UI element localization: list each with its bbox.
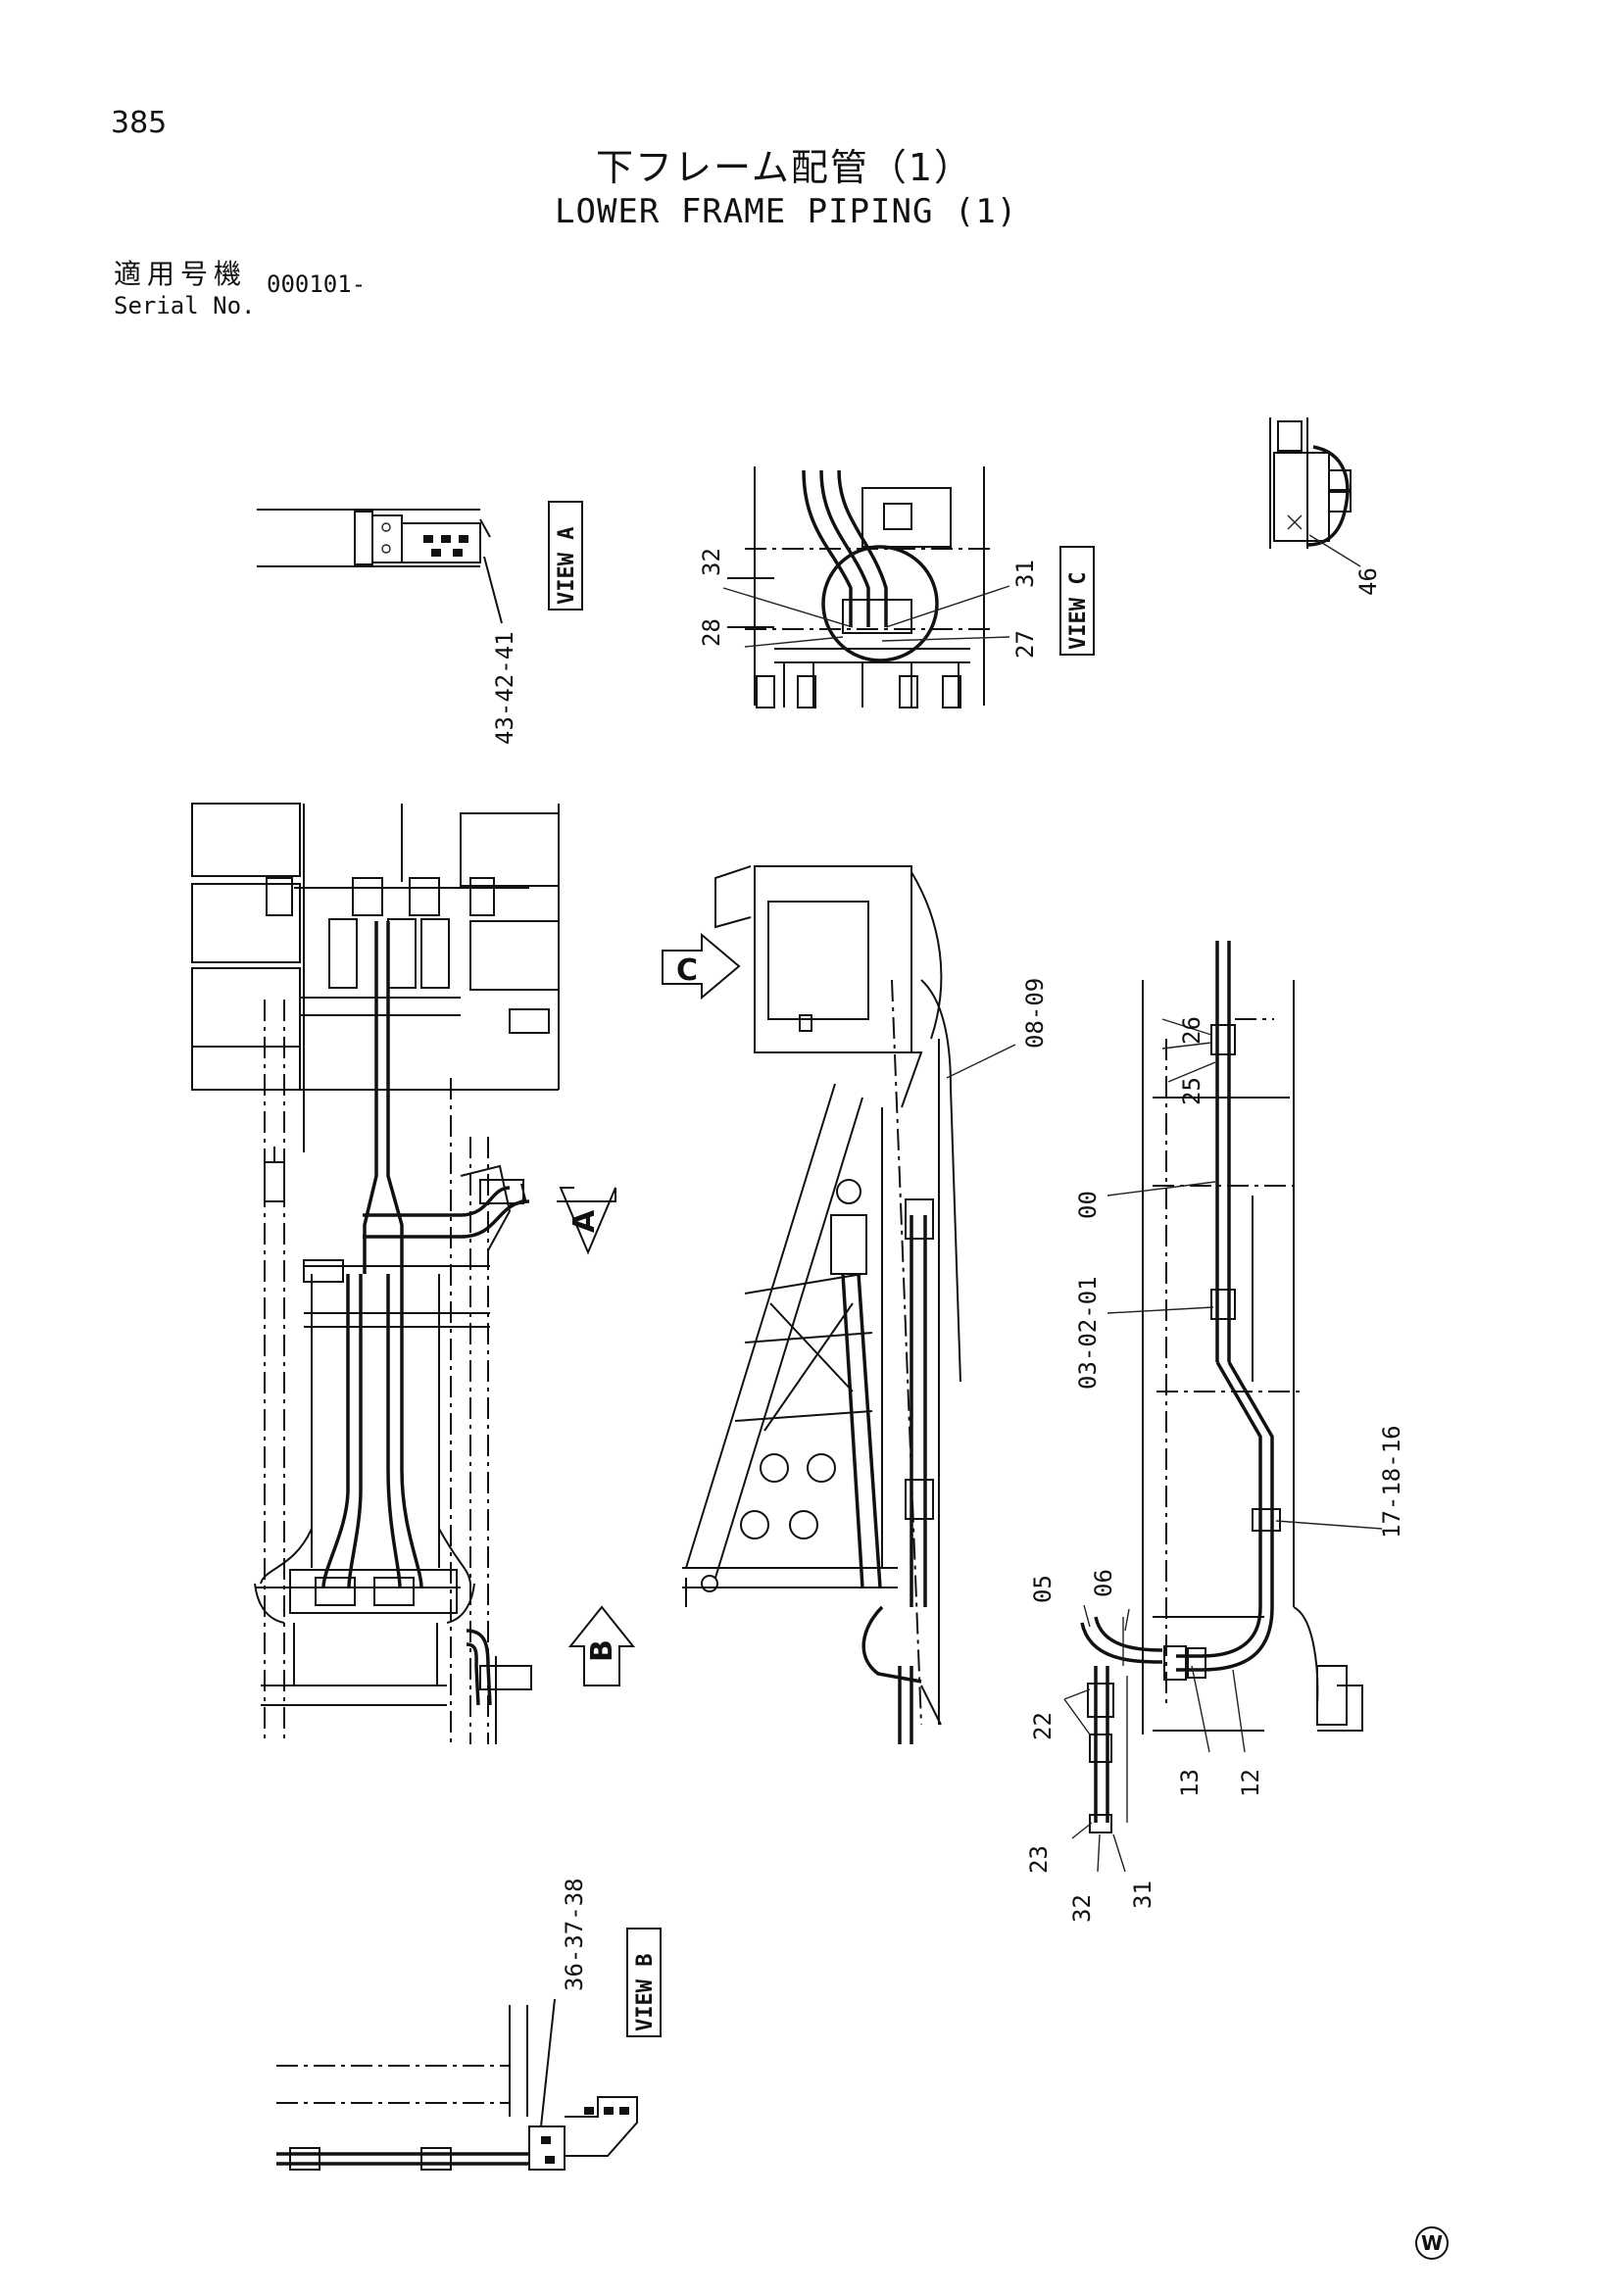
callout-32: 32 [1068,1894,1096,1923]
callout-view-b-parts: 36-37-38 [561,1878,588,1991]
callout-26: 26 [1178,1016,1205,1045]
view-a-detail [257,509,503,624]
view-b-label: VIEW B [633,1954,658,2031]
view-b-label-box: VIEW B [626,1928,662,2037]
view-a-label: VIEW A [555,527,579,605]
serial-number-range: 000101- [267,270,367,298]
callout-23: 23 [1025,1845,1053,1874]
callout-00: 00 [1074,1191,1102,1219]
view-c-label: VIEW C [1066,572,1091,650]
arrow-a-label: A [567,1209,602,1233]
callout-view-a-parts: 43-42-41 [491,631,518,745]
serial-label-english: Serial No. [114,292,256,319]
callout-25: 25 [1178,1077,1205,1105]
callout-08-09: 08-09 [1021,978,1049,1049]
page-title-english: LOWER FRAME PIPING (1) [555,192,1018,231]
callout-22: 22 [1029,1712,1057,1740]
callout-view-c-27: 27 [1011,630,1039,659]
page-number: 385 [111,106,168,140]
serial-label-japanese: 適用号機 [114,258,248,290]
callout-17-18-16: 17-18-16 [1378,1425,1405,1539]
view-b-arrow: B [567,1605,636,1686]
detail-46-fitting [1269,417,1361,567]
view-a-label-box: VIEW A [548,501,583,611]
view-c-label-box: VIEW C [1059,546,1095,656]
view-a-arrow: A [557,1187,616,1255]
publisher-circle-mark: W [1415,2226,1449,2260]
right-pipe-run [1063,941,1383,1873]
callout-06: 06 [1090,1569,1117,1597]
callout-31: 31 [1129,1881,1156,1909]
callout-46: 46 [1354,567,1382,596]
callout-12: 12 [1237,1769,1264,1797]
callout-view-c-32: 32 [698,548,725,576]
callout-13: 13 [1176,1769,1204,1797]
lower-frame-main-view [191,803,560,1744]
arrow-b-label: B [585,1639,619,1662]
page-title-japanese: 下フレーム配管（1） [596,146,974,189]
arrow-c-label: C [676,953,698,988]
center-side-view [682,865,1016,1744]
view-c-arrow: C [662,932,741,1001]
callout-view-c-28: 28 [698,618,725,647]
callout-03-02-01: 03-02-01 [1074,1276,1102,1390]
view-b-detail [276,1998,638,2171]
view-c-detail [722,466,1010,708]
callout-05: 05 [1029,1575,1057,1603]
callout-view-c-31: 31 [1011,560,1039,588]
